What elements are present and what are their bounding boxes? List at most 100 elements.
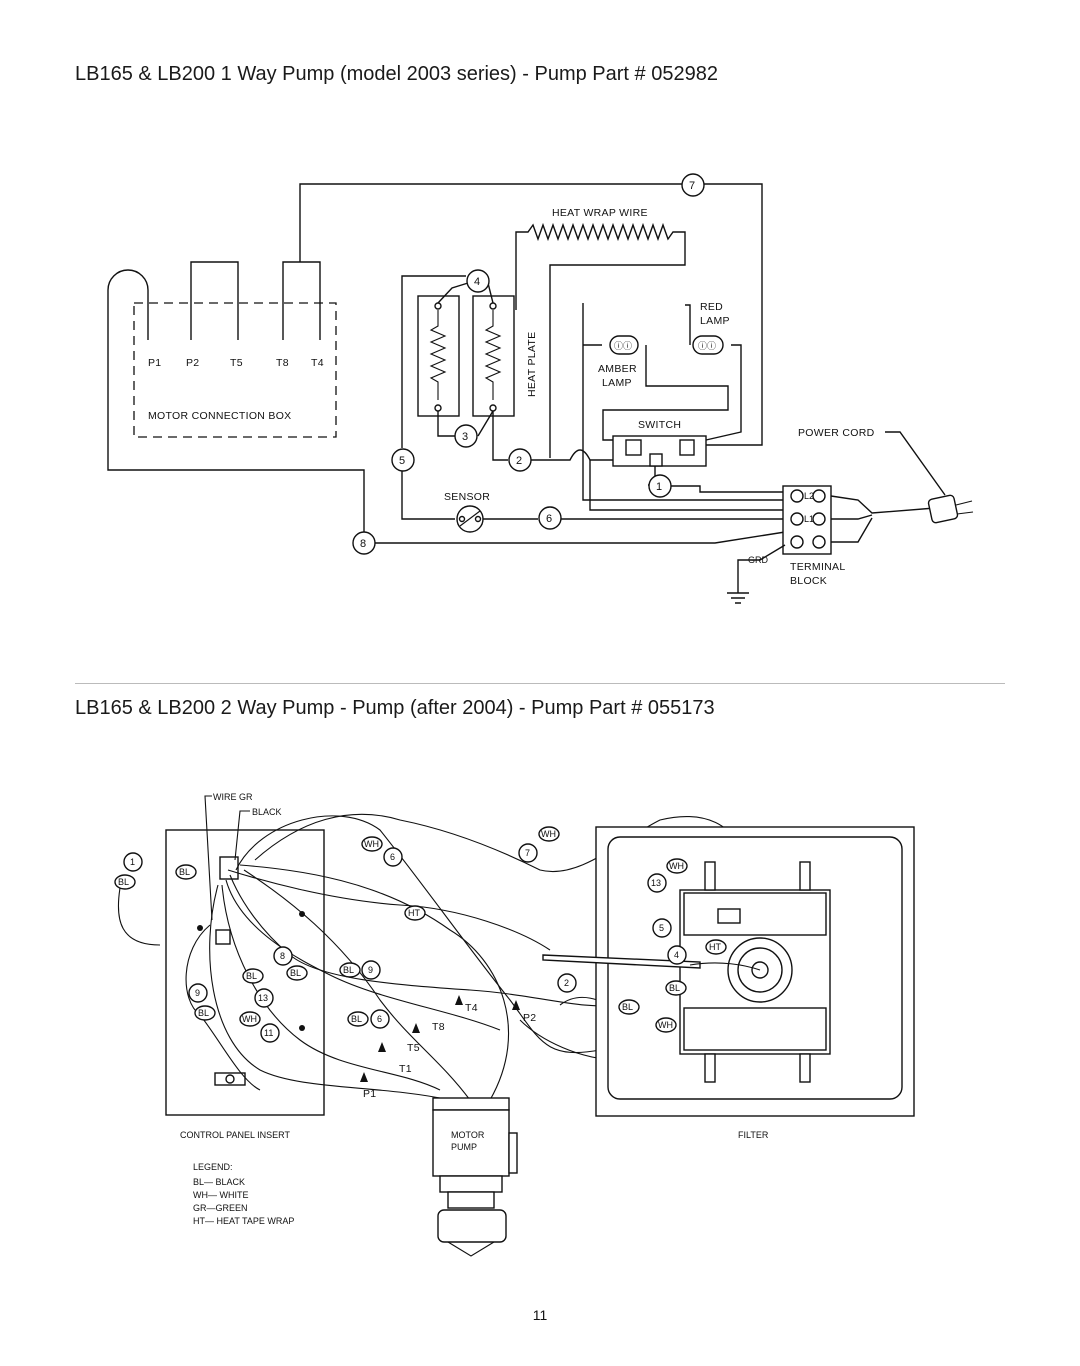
callout-1-label: 1 [130, 857, 135, 867]
wire-amber-switch [602, 345, 729, 441]
heat-tape [542, 954, 701, 969]
switch: SWITCH [612, 419, 707, 467]
red-lamp: ⓘⓘ RED LAMP [692, 301, 730, 355]
amber-lamp-label-2: LAMP [602, 377, 632, 389]
p2-connector [512, 1000, 520, 1010]
t1-label: T1 [399, 1063, 412, 1075]
wire-harness-t4 [239, 864, 510, 1101]
tag-wh-4-label: WH [669, 861, 684, 871]
svg-text:ⓘⓘ: ⓘⓘ [698, 341, 716, 351]
wire-gr-leader [204, 795, 213, 921]
wire-harness-ht [227, 869, 551, 951]
wire-3-right [477, 410, 494, 437]
wire-harness-p1 [209, 884, 451, 1101]
wire-4-left [437, 282, 469, 304]
filter-label: FILTER [738, 1130, 769, 1140]
callout-6-top [383, 847, 403, 867]
red-lamp-label-2: LAMP [700, 315, 730, 327]
callout-5 [652, 918, 672, 938]
tag-bl-3-label: BL [198, 1008, 209, 1018]
tag-bl-2 [175, 864, 197, 880]
wire-harness-wh7 [254, 813, 746, 880]
t5-label: T5 [407, 1042, 420, 1054]
callout-13-filter-label: 13 [651, 878, 661, 888]
p1-connector [360, 1072, 368, 1082]
p2-label: P2 [523, 1012, 536, 1024]
tag-bl-4-label: BL [246, 971, 257, 981]
callout-8-label: 8 [280, 951, 285, 961]
ground-symbol: GRD [727, 544, 786, 604]
p1-label: P1 [363, 1088, 376, 1100]
tag-bl-5 [286, 965, 308, 981]
wire-3-left [437, 411, 455, 437]
terminal-p2-label: P2 [186, 357, 199, 369]
terminal-p1-label: P1 [148, 357, 161, 369]
svg-text:ⓘⓘ: ⓘⓘ [614, 341, 632, 351]
motor-label: MOTOR [451, 1130, 485, 1140]
tag-bl-6 [339, 962, 361, 978]
callout-8 [273, 946, 293, 966]
callout-7-label: 7 [525, 848, 530, 858]
callout-9 [188, 983, 208, 1003]
callout-1-label: 1 [656, 481, 662, 493]
tag-wh-3-label: WH [541, 829, 556, 839]
callout-8-label: 8 [360, 538, 366, 550]
callout-1 [123, 852, 143, 872]
wire-1 [117, 887, 161, 946]
callout-13 [254, 988, 274, 1008]
wire-harness-bl6 [221, 884, 441, 1091]
callout-6-top-label: 6 [390, 852, 395, 862]
control-panel-insert-label: CONTROL PANEL INSERT [180, 1130, 291, 1140]
callout-4-label: 4 [474, 276, 480, 288]
tag-wh-2 [361, 836, 383, 852]
heat-plate: HEAT PLATE [417, 295, 538, 417]
filter: FILTER [595, 826, 915, 1140]
callout-6 [538, 506, 562, 530]
callout-5-label: 5 [659, 923, 664, 933]
tag-bl-9-label: BL [622, 1002, 633, 1012]
callout-9-label: 9 [195, 988, 200, 998]
wire-harness-bl9 [229, 874, 621, 1007]
legend-item-black: BL— BLACK [193, 1177, 245, 1187]
wire-1-to-l2 [671, 485, 785, 493]
callout-3 [454, 424, 478, 448]
diagram1-title: LB165 & LB200 1 Way Pump (model 2003 ser… [75, 63, 718, 85]
grd-label: GRD [748, 555, 769, 565]
black-leader [234, 810, 250, 861]
tag-ht-1 [404, 905, 426, 921]
callout-11 [260, 1023, 280, 1043]
tag-bl-2-label: BL [179, 867, 190, 877]
wire-red-left [685, 304, 691, 345]
wire-to-7 [299, 183, 683, 262]
section-divider [75, 683, 1005, 684]
heat-plate-label: HEAT PLATE [526, 332, 538, 397]
callout-2-label: 2 [516, 455, 522, 467]
tag-bl-8 [665, 980, 687, 996]
diagram1: P1 P2 T5 T8 T4 MOTOR CONNECTION BOX 7 HE… [107, 173, 974, 604]
page-number: 11 [532, 1307, 548, 1323]
sensor-label: SENSOR [444, 491, 490, 503]
tag-bl-6-label: BL [343, 965, 354, 975]
t4-label: T4 [465, 1002, 478, 1014]
callout-4 [466, 269, 490, 293]
wire-4-right [487, 282, 494, 304]
motor-connection-box: P1 P2 T5 T8 T4 MOTOR CONNECTION BOX [133, 302, 337, 438]
tag-wh-1 [239, 1011, 261, 1027]
legend-item-heat-tape: HT— HEAT TAPE WRAP [193, 1216, 294, 1226]
tag-bl-8-label: BL [669, 983, 680, 993]
callout-13-label: 13 [258, 993, 268, 1003]
callout-3-label: 3 [462, 431, 468, 443]
callout-5 [391, 448, 415, 472]
black-label: BLACK [252, 807, 282, 817]
callout-9-mid-label: 9 [368, 965, 373, 975]
l2-label: L2 [804, 491, 814, 501]
t8-label: T8 [432, 1021, 445, 1033]
heat-tape-end [689, 962, 761, 971]
tag-wh-5 [655, 1017, 677, 1033]
callout-4-label: 4 [674, 950, 679, 960]
tag-bl-1 [114, 874, 136, 890]
wire-5-to-sensor [401, 471, 455, 520]
sensor: SENSOR [444, 491, 490, 533]
legend: LEGEND: BL— BLACK WH— WHITE GR—GREEN HT—… [193, 1162, 294, 1226]
